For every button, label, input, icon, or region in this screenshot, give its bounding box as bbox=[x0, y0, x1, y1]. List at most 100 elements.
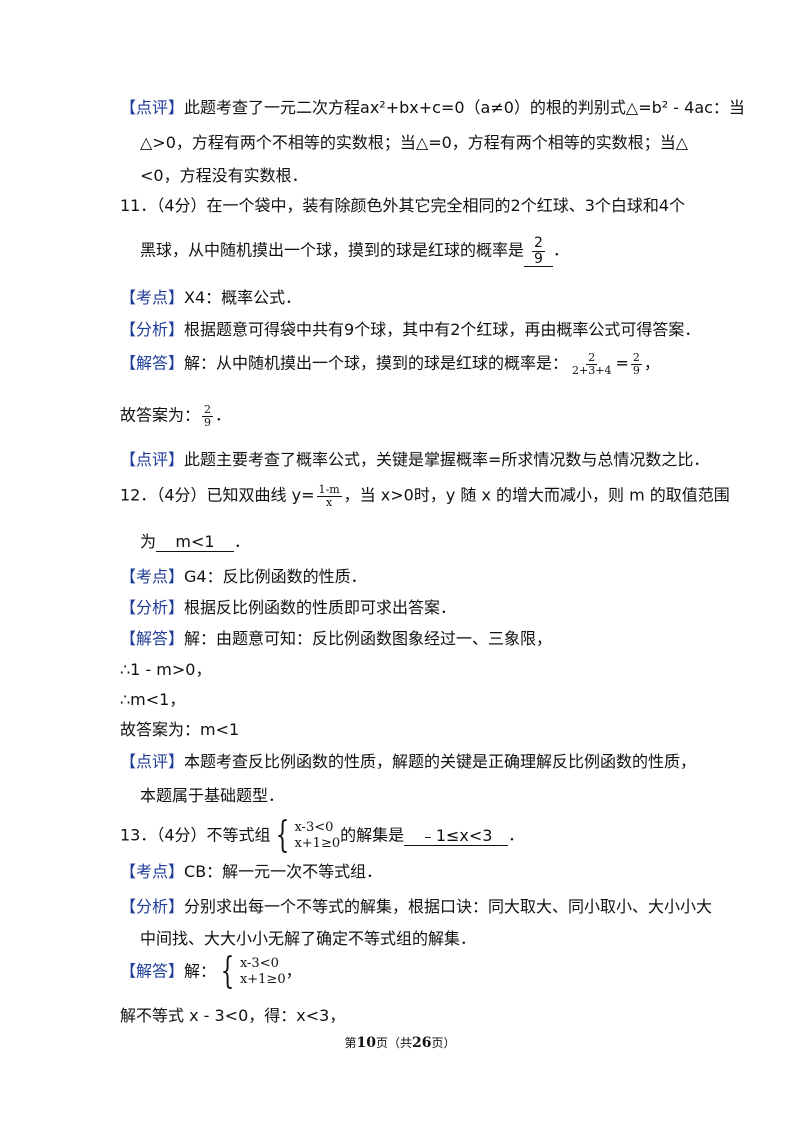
q10-comment-line2: △>0，方程有两个不相等的实数根；当△=0，方程有两个相等的实数根；当△ bbox=[140, 133, 688, 152]
q13-stem-b: 的解集是 bbox=[340, 825, 405, 845]
q10-comment-text3: <0，方程没有实数根． bbox=[140, 166, 308, 185]
q11-stem-text1: 11．（4分）在一个袋中，装有除颜色外其它完全相同的2个红球、3个白球和4个 bbox=[120, 196, 686, 215]
q13-ineq2: x+1≥0 bbox=[294, 836, 341, 851]
q10-comment-text2: △>0，方程有两个不相等的实数根；当△=0，方程有两个相等的实数根；当△ bbox=[140, 133, 689, 152]
q12-point-text: G4：反比例函数的性质． bbox=[184, 567, 367, 586]
point-tag: 【考点】 bbox=[120, 288, 185, 307]
q12-analysis-text: 根据反比例函数的性质即可求出答案． bbox=[184, 598, 457, 617]
q12-analysis-line: 【分析】根据反比例函数的性质即可求出答案． bbox=[120, 598, 456, 617]
q11-point-line: 【考点】X4：概率公式． bbox=[120, 288, 301, 307]
solution-tag: 【解答】 bbox=[120, 629, 185, 648]
footer-mid: 页（共 bbox=[375, 1036, 412, 1050]
q13-analysis-line1: 【分析】分别求出每一个不等式的解集，根据口诀：同大取大、同小取小、大小小大 bbox=[120, 897, 712, 916]
q11-comment-line: 【点评】此题主要考查了概率公式，关键是掌握概率=所求情况数与总情况数之比． bbox=[120, 450, 709, 469]
q11-sol-equals: = bbox=[615, 353, 629, 373]
q10-comment-line1: 【点评】此题考查了一元二次方程ax²+bx+c=0（a≠0）的根的判别式△=b²… bbox=[120, 98, 745, 117]
q13-point-text: CB：解一元一次不等式组． bbox=[184, 862, 383, 881]
q12-stem-b: ，当 x>0时，y 随 x 的增大而减小，则 m 的取值范围 bbox=[343, 485, 730, 505]
q11-analysis-line: 【分析】根据题意可得袋中共有9个球，其中有2个红球，再由概率公式可得答案． bbox=[120, 320, 700, 339]
q12-frac-numerator: 1-m bbox=[316, 483, 342, 497]
q11-answer-numerator: 2 bbox=[532, 235, 545, 252]
q11-stem-end: ． bbox=[552, 240, 569, 260]
q11-final-end: ． bbox=[215, 405, 232, 425]
footer-suffix: 页） bbox=[431, 1036, 456, 1050]
solution-tag: 【解答】 bbox=[120, 353, 185, 373]
footer-page-number: 10 bbox=[356, 1035, 376, 1051]
q12-final-line: 故答案为：m<1 bbox=[120, 720, 239, 739]
q12-solution-line: 【解答】解：由题意可知：反比例函数图象经过一、三象限， bbox=[120, 629, 552, 648]
footer-total-pages: 26 bbox=[412, 1035, 432, 1051]
point-tag: 【考点】 bbox=[120, 567, 185, 586]
q12-solution-text: 解：由题意可知：反比例函数图象经过一、三象限， bbox=[184, 629, 553, 648]
q13-sol-ineq1: x-3<0 bbox=[239, 955, 279, 971]
q13-analysis-text1: 分别求出每一个不等式的解集，根据口诀：同大取大、同小取小、大小小大 bbox=[184, 897, 713, 916]
solution-tag: 【解答】 bbox=[120, 961, 185, 981]
q13-solution-a: 解： bbox=[184, 961, 217, 981]
analysis-tag: 【分析】 bbox=[120, 598, 185, 617]
q13-stem-c: ． bbox=[508, 825, 525, 845]
q12-answer-blank: m<1 bbox=[156, 532, 235, 553]
left-brace-icon: { bbox=[275, 815, 289, 856]
q11-final-text: 故答案为： bbox=[120, 405, 201, 425]
q13-analysis-text2: 中间找、大大小小无解了确定不等式组的解集． bbox=[140, 929, 477, 948]
q10-comment-text1: 此题考查了一元二次方程ax²+bx+c=0（a≠0）的根的判别式△=b² - 4… bbox=[184, 98, 745, 117]
q13-point-line: 【考点】CB：解一元一次不等式组． bbox=[120, 862, 382, 881]
q13-answer-blank: ﹣1≤x<3 bbox=[404, 826, 509, 846]
comment-tag: 【点评】 bbox=[120, 752, 185, 771]
q12-point-line: 【考点】G4：反比例函数的性质． bbox=[120, 567, 367, 586]
q11-stem-text2: 黑球，从中随机摸出一个球，摸到的球是红球的概率是 bbox=[140, 240, 525, 260]
q13-analysis-line2: 中间找、大大小小无解了确定不等式组的解集． bbox=[140, 929, 476, 948]
q11-stem-line1: 11．（4分）在一个袋中，装有除颜色外其它完全相同的2个红球、3个白球和4个 bbox=[120, 196, 685, 215]
q12-comment-line2: 本题属于基础题型． bbox=[140, 786, 284, 805]
q11-final-numerator: 2 bbox=[202, 403, 214, 417]
q11-answer-denominator: 9 bbox=[534, 250, 543, 267]
q12-step1-line: ∴1 - m>0， bbox=[120, 660, 211, 679]
q12-step2-text: ∴m<1， bbox=[120, 690, 186, 709]
q11-sol-frac2-numerator: 2 bbox=[630, 351, 642, 365]
q13-solution-b: ， bbox=[285, 961, 302, 981]
q13-stem-a: 13．（4分）不等式组 bbox=[120, 825, 271, 845]
q12-step1-text: ∴1 - m>0， bbox=[120, 660, 212, 679]
q11-point-text: X4：概率公式． bbox=[184, 288, 302, 307]
q13-sol-ineq2: x+1≥0 bbox=[239, 972, 286, 987]
q13-step1-line: 解不等式 x - 3<0，得：x<3， bbox=[120, 1006, 345, 1025]
q12-comment-line1: 【点评】本题考查反比例函数的性质，解题的关键是正确理解反比例函数的性质， bbox=[120, 752, 696, 771]
comment-tag: 【点评】 bbox=[120, 450, 185, 469]
q11-comment-text: 此题主要考查了概率公式，关键是掌握概率=所求情况数与总情况数之比． bbox=[184, 450, 710, 469]
q11-sol-frac1-denominator: 2+3+4 bbox=[572, 363, 612, 377]
q12-step2-line: ∴m<1， bbox=[120, 690, 185, 709]
footer-prefix: 第 bbox=[344, 1036, 357, 1050]
q12-frac-denominator: x bbox=[325, 495, 333, 509]
q12-comment-text2: 本题属于基础题型． bbox=[140, 786, 285, 805]
analysis-tag: 【分析】 bbox=[120, 320, 185, 339]
analysis-tag: 【分析】 bbox=[120, 897, 185, 916]
q13-step1-text: 解不等式 x - 3<0，得：x<3， bbox=[120, 1006, 346, 1025]
point-tag: 【考点】 bbox=[120, 862, 185, 881]
q11-analysis-text: 根据题意可得袋中共有9个球，其中有2个红球，再由概率公式可得答案． bbox=[184, 320, 701, 339]
q12-final-text: 故答案为：m<1 bbox=[120, 720, 240, 739]
q11-final-denominator: 9 bbox=[204, 415, 212, 429]
page-footer: 第10页（共26页） bbox=[0, 1034, 800, 1051]
q13-ineq1: x-3<0 bbox=[294, 819, 334, 835]
q10-comment-line3: <0，方程没有实数根． bbox=[140, 166, 308, 185]
left-brace-icon: { bbox=[220, 951, 235, 992]
q12-comment-text1: 本题考查反比例函数的性质，解题的关键是正确理解反比例函数的性质， bbox=[184, 752, 697, 771]
q11-sol-frac2-denominator: 9 bbox=[632, 363, 640, 377]
q12-stem-l2-b: ． bbox=[234, 532, 251, 551]
q11-sol-end: ， bbox=[643, 353, 660, 373]
